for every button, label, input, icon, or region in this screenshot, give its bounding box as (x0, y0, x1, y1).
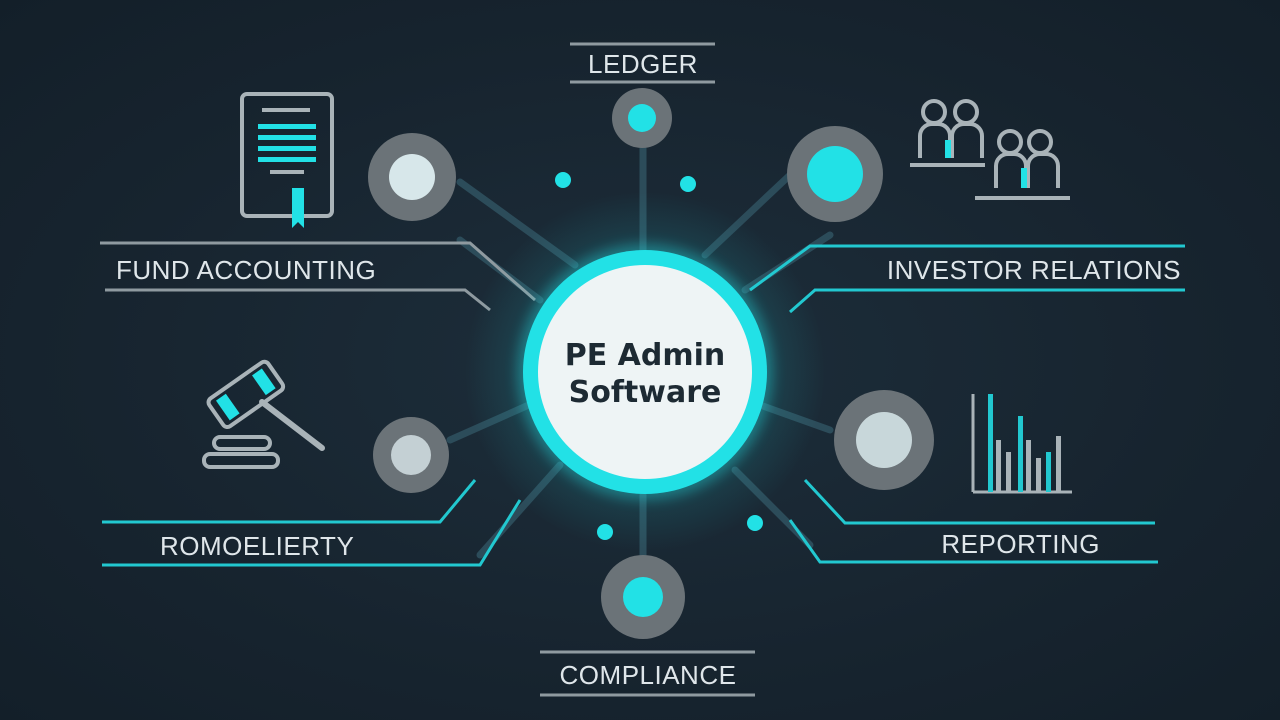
label-reporting: REPORTING (941, 529, 1100, 559)
people-group-icon (910, 99, 1070, 200)
label-romoelierty: ROMOELIERTY (160, 531, 354, 561)
center-title-line2: Software (569, 375, 722, 410)
label-fund-accounting: FUND ACCOUNTING (116, 255, 376, 285)
center-hub: PE Admin Software (465, 192, 825, 552)
node-ledger (612, 88, 672, 148)
label-compliance: COMPLIANCE (560, 660, 737, 690)
node-fund-accounting (368, 133, 456, 221)
label-investor-relations: INVESTOR RELATIONS (887, 255, 1181, 285)
node-compliance (601, 555, 685, 639)
label-ledger: LEDGER (588, 49, 698, 79)
node-investor-relations (787, 126, 883, 222)
node-reporting (834, 390, 934, 490)
document-ribbon-icon (240, 92, 334, 228)
bar-chart-icon (971, 394, 1072, 494)
center-title-line1: PE Admin (565, 338, 726, 373)
node-romoelierty (373, 417, 449, 493)
gavel-icon (202, 359, 325, 469)
